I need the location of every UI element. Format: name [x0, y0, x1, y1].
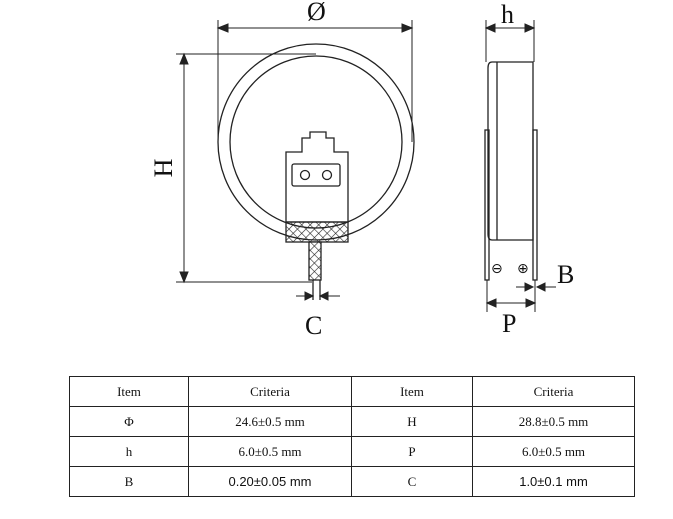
terminal-hole-right	[321, 169, 333, 181]
lead-thickness-dimension	[516, 282, 556, 292]
header-criteria: Criteria	[188, 376, 352, 407]
criteria-cell: 24.6±0.5 mm	[188, 406, 352, 437]
diameter-dimension	[216, 20, 414, 142]
header-item: Item	[351, 376, 473, 407]
criteria-cell: 1.0±0.1 mm	[472, 466, 635, 497]
criteria-cell: 6.0±0.5 mm	[472, 436, 635, 467]
lead-thickness-label: B	[557, 260, 574, 289]
item-cell: C	[351, 466, 473, 497]
pitch-label: P	[502, 309, 516, 338]
table-header-row: Item Criteria Item Criteria	[69, 376, 635, 407]
terminal-window	[291, 163, 341, 187]
positive-terminal-symbol: ⊕	[517, 261, 529, 277]
criteria-cell: 0.20±0.05 mm	[188, 466, 352, 497]
item-cell: Φ	[69, 406, 189, 437]
lead-right	[532, 129, 538, 281]
header-criteria: Criteria	[472, 376, 635, 407]
criteria-cell: 28.8±0.5 mm	[472, 406, 635, 437]
table-row: Φ 24.6±0.5 mm H 28.8±0.5 mm	[69, 406, 635, 437]
item-cell: P	[351, 436, 473, 467]
diameter-label: Ø	[307, 0, 326, 26]
thickness-dimension	[484, 20, 536, 62]
pin-width-label: C	[305, 311, 322, 340]
thickness-label: h	[501, 0, 514, 29]
negative-terminal-symbol: ⊖	[491, 261, 503, 277]
side-view	[484, 61, 538, 281]
battery-dimension-drawing: Ø H C ⊖ ⊕ h P	[149, 0, 574, 340]
table-row: h 6.0±0.5 mm P 6.0±0.5 mm	[69, 436, 635, 467]
lead-left	[484, 129, 490, 281]
item-cell: B	[69, 466, 189, 497]
height-dimension	[176, 52, 316, 284]
table-row: B 0.20±0.05 mm C 1.0±0.1 mm	[69, 466, 635, 497]
terminal-hole-left	[299, 169, 311, 181]
specification-table: Item Criteria Item Criteria Φ 24.6±0.5 m…	[69, 376, 635, 497]
criteria-cell: 6.0±0.5 mm	[188, 436, 352, 467]
pitch-dimension	[485, 280, 537, 312]
pin-width-dimension	[296, 291, 340, 301]
height-label: H	[149, 158, 178, 177]
cell-side-body	[487, 61, 534, 241]
item-cell: h	[69, 436, 189, 467]
header-item: Item	[69, 376, 189, 407]
item-cell: H	[351, 406, 473, 437]
front-view	[217, 43, 415, 300]
